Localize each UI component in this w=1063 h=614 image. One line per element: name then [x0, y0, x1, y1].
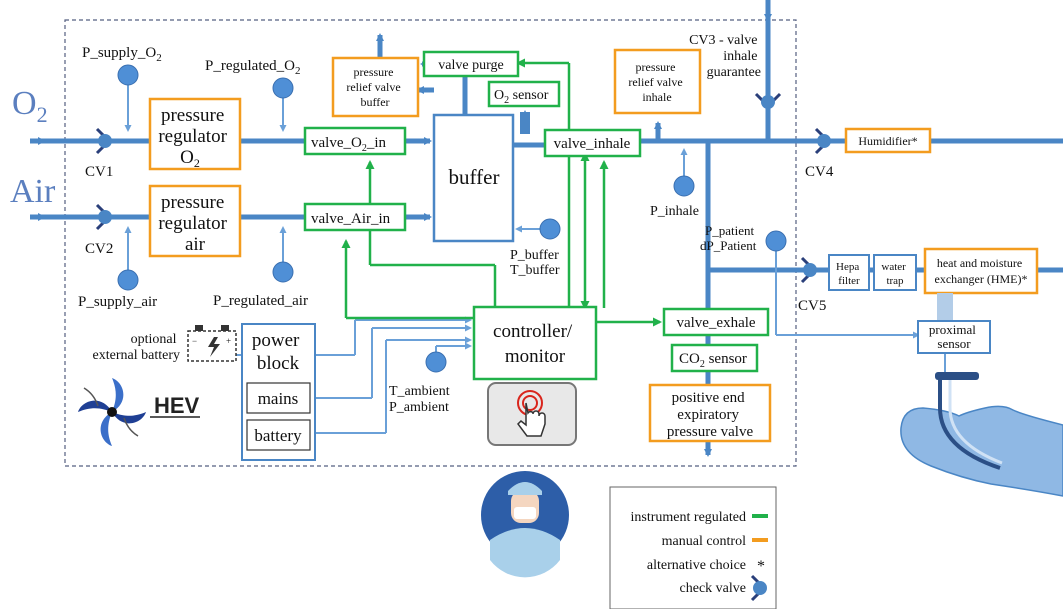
- hev-logo-text: HEV: [154, 393, 200, 418]
- touchscreen-icon: [487, 382, 577, 446]
- hme-stem: [937, 293, 953, 323]
- svg-text:CO2 sensor: CO2 sensor: [679, 351, 747, 370]
- svg-text:Hepa filter: Hepa filter: [836, 261, 862, 287]
- cv5-icon: [800, 256, 817, 284]
- svg-text:buffer: buffer: [449, 165, 500, 189]
- pressure-regulator-air-box: [148, 184, 242, 258]
- valve-air-in-box: [303, 202, 407, 232]
- svg-text:pressure relief valve: pressure relief valve inhale: [628, 60, 685, 104]
- t-buffer-label: T_buffer: [510, 263, 560, 278]
- legend-instrument-label: instrument regulated: [631, 510, 746, 525]
- svg-text:controller/ monitor: controller/ monitor: [493, 321, 577, 367]
- hev-logo: [78, 378, 146, 446]
- legend-check-label: check valve: [680, 581, 746, 596]
- peep-valve-box: [648, 383, 772, 443]
- p-buffer-sensor: [539, 218, 561, 240]
- legend-alternative-mark: *: [757, 558, 765, 575]
- svg-text:Humidifier*: Humidifier*: [858, 134, 917, 148]
- valve-inhale-box: [543, 128, 642, 158]
- clinician-avatar: [481, 471, 569, 578]
- cv1-label: CV1: [85, 164, 113, 180]
- co2-sensor-box: [670, 343, 759, 373]
- t-ambient-sensor: [425, 351, 447, 373]
- svg-text:−: −: [192, 336, 197, 346]
- p-supply-o2-sensor: [117, 64, 139, 86]
- svg-text:pressure regulator air: pressure regulator air: [158, 192, 231, 255]
- p-regulated-o2-label: P_regulated_O2: [205, 58, 300, 77]
- hev-enclosure: [64, 19, 797, 467]
- svg-text:O2 sensor: O2 sensor: [494, 88, 549, 106]
- svg-text:+: +: [226, 336, 231, 346]
- p-inhale-sensor: [673, 175, 695, 197]
- prv-inhale-box: [613, 48, 702, 115]
- svg-text:optional external battery: optional external battery: [93, 332, 180, 363]
- o2-label: O2: [12, 85, 48, 127]
- svg-text:valve_O2_in: valve_O2_in: [311, 135, 386, 154]
- hepa-filter-box: [828, 254, 870, 291]
- external-battery-icon: − +: [187, 325, 237, 362]
- cv2-label: CV2: [85, 241, 113, 257]
- check-valves: [95, 92, 831, 284]
- svg-text:heat and moisture exchange: heat and moisture exchanger (HME)*: [935, 256, 1028, 286]
- cv2-icon: [95, 203, 112, 231]
- humidifier-box: [844, 127, 932, 154]
- legend-check-valve-icon: [750, 574, 767, 602]
- p-regulated-o2-sensor: [272, 77, 294, 99]
- p-supply-air-sensor: [117, 269, 139, 291]
- battery-box: [246, 419, 311, 451]
- valve-o2-in-box: [303, 126, 407, 156]
- legend-manual-label: manual control: [662, 534, 746, 549]
- buffer-box: [432, 113, 515, 243]
- mains-box: [246, 382, 311, 414]
- p-supply-o2-label: P_supply_O2: [82, 45, 162, 64]
- svg-text:water trap: water trap: [881, 261, 908, 287]
- water-trap-box: [873, 254, 917, 291]
- cv4-label: CV4: [805, 164, 834, 180]
- cv3-label: CV3 - valve inhale guarantee: [689, 33, 761, 80]
- o2-sensor-box: [487, 80, 561, 108]
- p-regulated-air-sensor: [272, 261, 294, 283]
- svg-text:mains: mains: [258, 389, 299, 408]
- air-label: Air: [10, 173, 56, 210]
- legend-box: [609, 486, 777, 610]
- p-regulated-air-label: P_regulated_air: [213, 293, 308, 309]
- dp-patient-label: dP_Patient: [700, 238, 757, 253]
- svg-text:proximal sensor: proximal sensor: [929, 322, 979, 351]
- controller-monitor-box: [472, 305, 598, 381]
- p-patient-sensor: [765, 230, 787, 252]
- svg-text:valve_inhale: valve_inhale: [554, 136, 631, 152]
- proximal-sensor-box: [917, 320, 991, 354]
- p-supply-air-label: P_supply_air: [78, 294, 157, 310]
- cv4-icon: [814, 127, 831, 155]
- sensor-dots: [117, 64, 787, 373]
- inlet-arrows: [30, 6, 772, 221]
- svg-text:valve_exhale: valve_exhale: [676, 315, 755, 331]
- legend: instrument regulated manual control alte…: [609, 486, 777, 610]
- valve-purge-box: [422, 50, 520, 78]
- prv-buffer-box: [331, 56, 420, 118]
- p-inhale-label: P_inhale: [650, 204, 699, 219]
- pressure-regulator-o2-box: [148, 97, 242, 171]
- cv1-icon: [95, 127, 112, 155]
- svg-text:pressure relief valve: pressure relief valve buffer: [346, 65, 403, 109]
- svg-text:pressure regulator O2: pressure regulator O2: [158, 105, 231, 170]
- svg-text:valve purge: valve purge: [438, 58, 503, 73]
- svg-text:valve_Air_in: valve_Air_in: [311, 211, 391, 227]
- t-ambient-label: T_ambient: [389, 384, 450, 399]
- valve-exhale-box: [662, 307, 770, 337]
- patient-head-icon: [900, 372, 1063, 497]
- o2-sensor-tap-icon: [520, 112, 530, 134]
- p-patient-label: P_patient: [705, 223, 754, 238]
- cv3-icon: [754, 92, 782, 109]
- p-buffer-label: P_buffer: [510, 248, 559, 263]
- svg-text:battery: battery: [254, 426, 302, 445]
- legend-alternative-label: alternative choice: [647, 558, 746, 573]
- p-ambient-label: P_ambient: [389, 400, 449, 415]
- svg-text:power block: power block: [252, 330, 304, 374]
- hme-box: [923, 247, 1039, 295]
- cv5-label: CV5: [798, 298, 826, 314]
- svg-text:positive end expiratory: positive end expiratory pressure valve: [667, 390, 754, 440]
